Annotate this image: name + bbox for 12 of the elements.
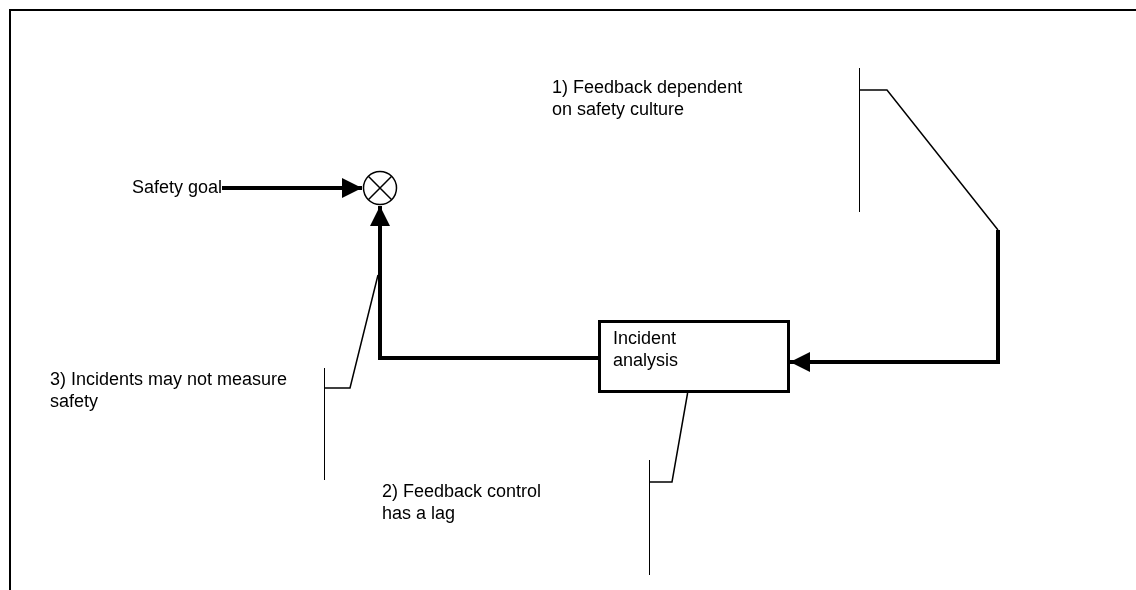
leader-line xyxy=(324,274,379,389)
leader-line xyxy=(859,89,999,231)
callout-text: 2) Feedback control has a lag xyxy=(382,460,650,575)
summing-junction xyxy=(362,170,398,206)
callout-text: 3) Incidents may not measure safety xyxy=(50,368,325,480)
arrow xyxy=(370,206,598,360)
arrow xyxy=(790,230,1000,372)
leader-line xyxy=(649,392,689,483)
process-box: Incident analysis xyxy=(598,320,790,393)
callout-text: 1) Feedback dependent on safety culture xyxy=(552,68,860,212)
input-label: Safety goal xyxy=(132,176,223,200)
arrow xyxy=(222,178,362,198)
